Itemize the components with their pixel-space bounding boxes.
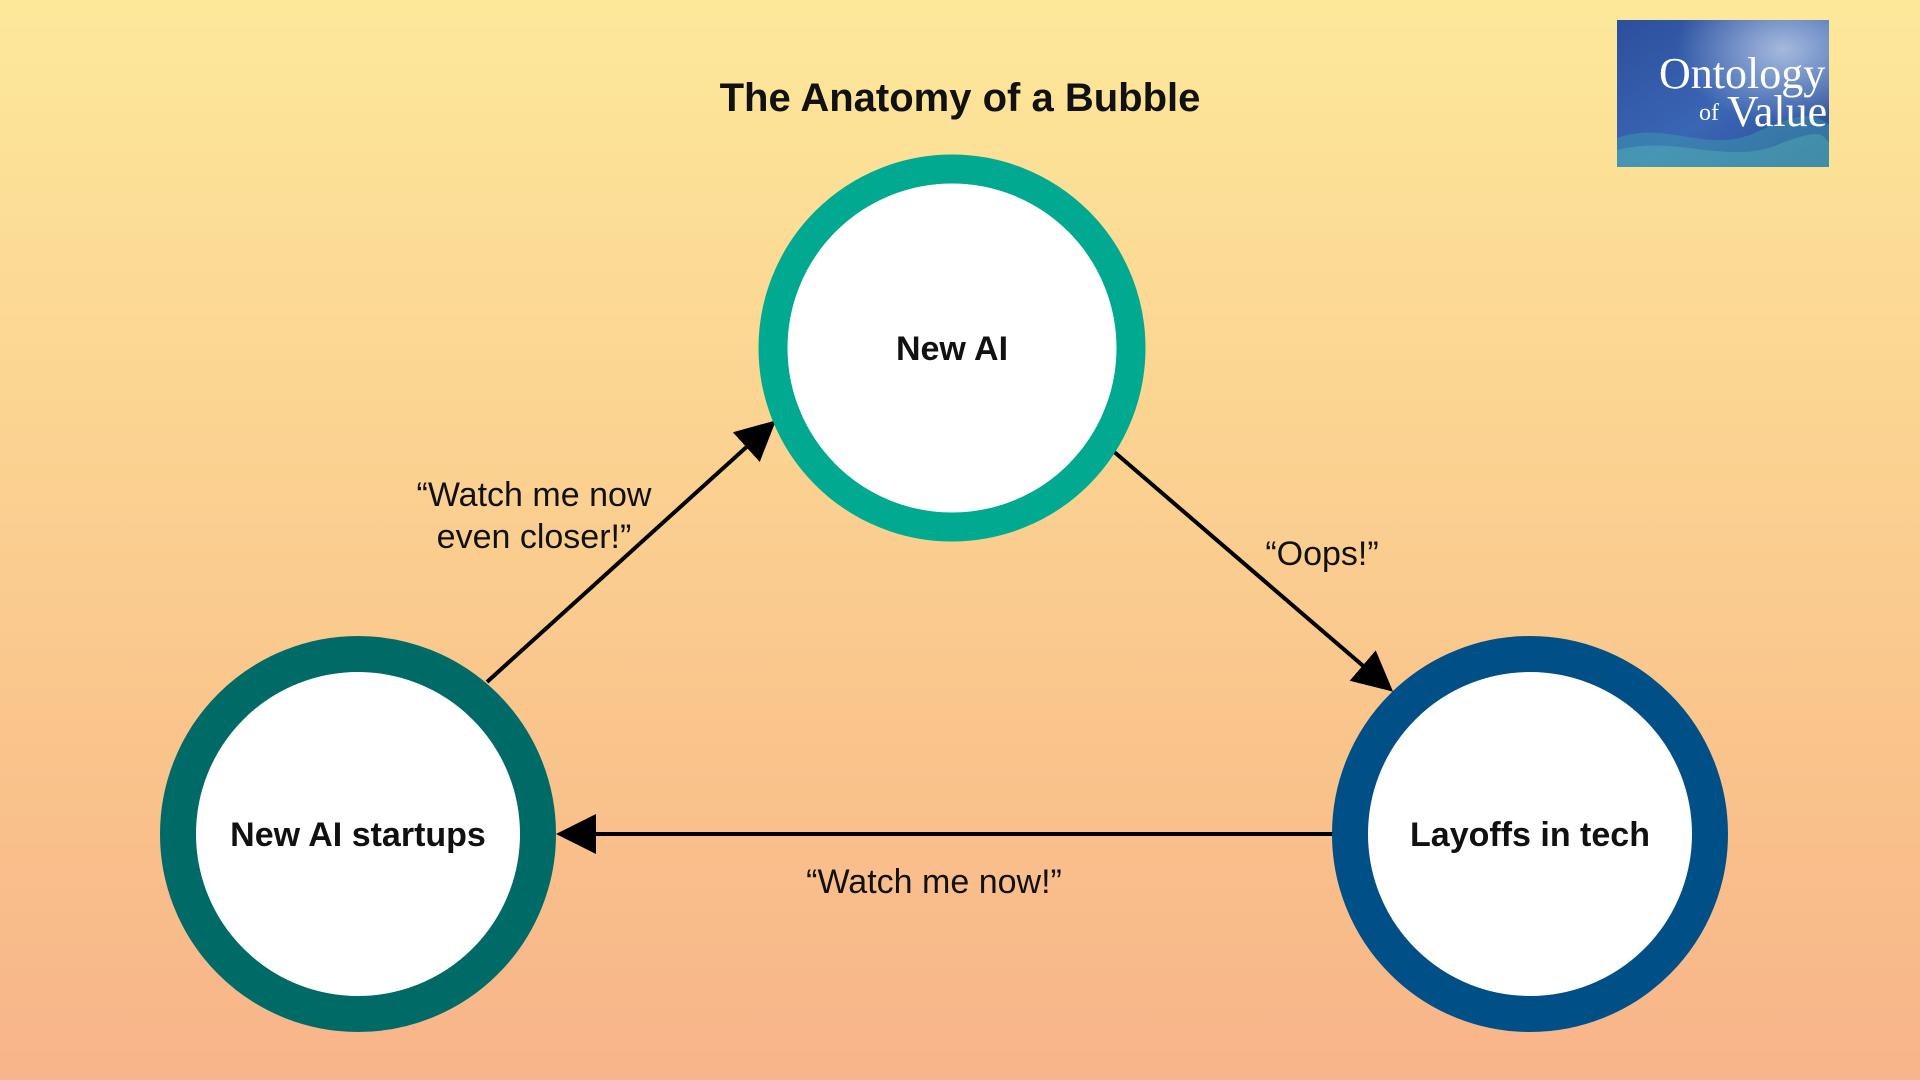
logo-line1: Ontology	[1659, 49, 1825, 98]
edge-label-oops: “Oops!”	[1265, 535, 1378, 573]
edge-label-watch-me-now-even-closer-line1: “Watch me now	[417, 476, 652, 514]
diagram-title: The Anatomy of a Bubble	[719, 76, 1201, 120]
edge-label-watch-me-now-even-closer-line2: even closer!”	[437, 518, 632, 556]
edge-new-ai-to-layoffs	[1110, 448, 1394, 692]
node-ring	[1332, 636, 1728, 1032]
node-new-ai: New AI	[758, 154, 1146, 542]
node-layoffs-in-tech: Layoffs in tech	[1332, 636, 1728, 1032]
node-label: Layoffs in tech	[1410, 816, 1650, 854]
node-new-ai-startups: New AI startups	[160, 636, 556, 1032]
node-label: New AI	[896, 330, 1008, 368]
edge-startups-to-new-ai	[485, 420, 776, 684]
ontology-of-value-logo: Ontology of Value	[1617, 20, 1829, 167]
node-ring	[758, 154, 1146, 542]
logo-line2-prefix: of	[1699, 100, 1719, 126]
node-ring	[160, 636, 556, 1032]
node-label: New AI startups	[230, 816, 486, 854]
edge-label-watch-me-now: “Watch me now!”	[806, 863, 1062, 901]
logo-line2: Value	[1727, 87, 1827, 136]
